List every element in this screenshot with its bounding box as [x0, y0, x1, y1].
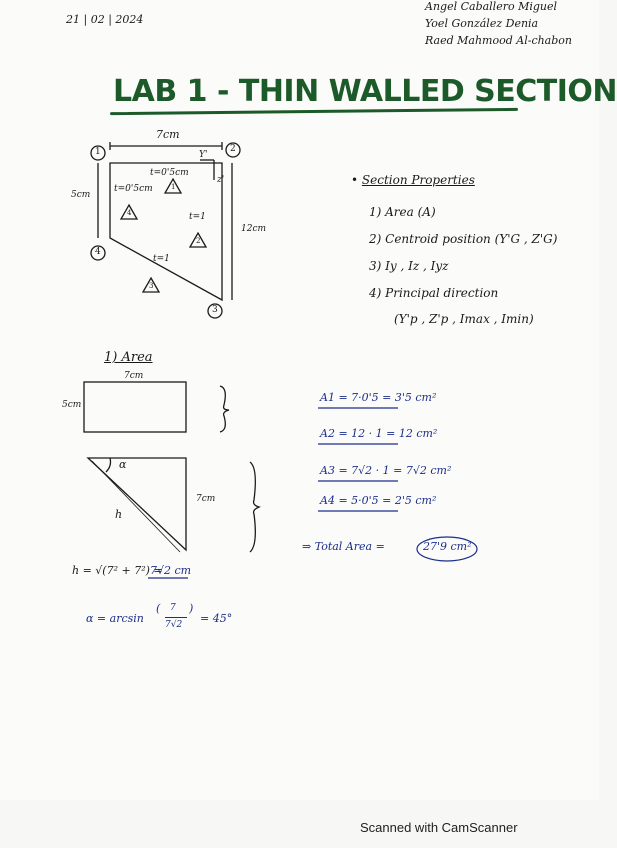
right-label: 12cm — [241, 224, 267, 234]
formula-a3: A3 = 7√2 · 1 = 7√2 cm² — [320, 464, 452, 477]
area-triangle — [86, 457, 187, 552]
property-4: 4) Principal direction — [369, 286, 499, 300]
axis-z-label: z' — [217, 175, 225, 185]
t-top-label: t=0'5cm — [150, 168, 189, 178]
segment-3-label: 3 — [149, 282, 154, 290]
segment-2-label: 2 — [196, 237, 201, 245]
property-4-detail: (Y'p , Z'p , Imax , Imin) — [394, 312, 534, 326]
page-title: LAB 1 - THIN WALLED SECTION — [113, 74, 617, 109]
segment-4-marker — [119, 203, 139, 220]
alpha-paren-open: ( — [156, 602, 161, 615]
alpha-paren-close: ) — [189, 602, 194, 615]
node-4 — [90, 245, 106, 261]
node-1-label: 1 — [95, 147, 101, 157]
alpha-arc — [105, 457, 112, 473]
segment-1-label: 1 — [171, 183, 176, 191]
alpha-numerator: 7 — [170, 603, 176, 613]
h-formula: h = √(7² + 7²) = — [72, 564, 163, 577]
properties-heading: • Section Properties — [351, 173, 475, 187]
h-label: h — [115, 508, 123, 521]
scanned-page — [0, 0, 599, 800]
segment-1-marker — [163, 177, 183, 194]
brace-2 — [249, 461, 261, 553]
t-right-label: t=1 — [189, 212, 206, 222]
scanner-watermark: Scanned with CamScanner — [360, 820, 518, 835]
alpha-fraction-bar — [165, 617, 187, 618]
rect-height-label: 5cm — [62, 400, 82, 410]
node-1 — [90, 145, 106, 161]
author-3: Raed Mahmood Al-chabon — [425, 34, 572, 47]
date: 21 | 02 | 2024 — [66, 13, 144, 26]
total-circle — [416, 536, 478, 562]
width-label: 7cm — [156, 128, 180, 141]
node-2 — [225, 142, 241, 158]
alpha-result: = 45° — [200, 612, 233, 625]
t-diag-label: t=1 — [153, 254, 170, 264]
alpha-denominator: 7√2 — [165, 620, 183, 630]
total-value: 27'9 cm² — [423, 540, 472, 553]
node-4-label: 4 — [95, 247, 101, 257]
alpha-formula-prefix: α = arcsin — [86, 612, 144, 625]
h-value: 7√2 cm — [150, 564, 192, 577]
height-label: 5cm — [71, 190, 91, 200]
axis-y-label: Y' — [199, 150, 208, 160]
formula-a1: A1 = 7·0'5 = 3'5 cm² — [320, 391, 437, 404]
segment-3-marker — [141, 276, 161, 293]
property-1: 1) Area (A) — [369, 205, 436, 219]
property-2: 2) Centroid position (Y'G , Z'G) — [369, 232, 558, 246]
rect-width-label: 7cm — [124, 371, 144, 381]
segment-4-label: 4 — [127, 209, 132, 217]
node-3-label: 3 — [212, 305, 218, 315]
section-outline — [109, 162, 223, 302]
drawings — [83, 142, 478, 579]
node-3 — [207, 303, 223, 319]
author-2: Yoel González Denia — [425, 17, 539, 30]
segment-2-marker — [188, 231, 208, 248]
authors-block: Angel Caballero Miguel Yoel González Den… — [425, 0, 572, 49]
tri-side-label: 7cm — [196, 494, 216, 504]
node-2-label: 2 — [230, 144, 236, 154]
t-left-label: t=0'5cm — [114, 184, 153, 194]
total-prefix: ⇒ Total Area = — [302, 540, 385, 553]
property-3: 3) Iy , Iz , Iyz — [369, 259, 449, 273]
author-1: Angel Caballero Miguel — [425, 0, 558, 13]
area-rect — [83, 381, 187, 433]
alpha-label: α — [119, 458, 127, 471]
brace-1 — [219, 385, 230, 433]
formula-a2: A2 = 12 · 1 = 12 cm² — [320, 427, 438, 440]
area-heading: 1) Area — [104, 350, 153, 365]
formula-a4: A4 = 5·0'5 = 2'5 cm² — [320, 494, 437, 507]
